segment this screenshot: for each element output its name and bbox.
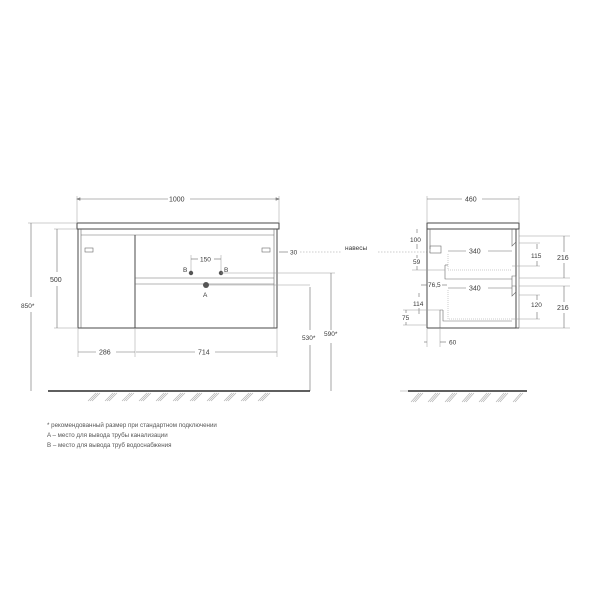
side-worktop — [426, 222, 520, 230]
depth-label: 460 — [465, 197, 477, 204]
lower-drawer-height-label: 216 — [557, 305, 569, 312]
floor-hatching-front — [87, 392, 271, 402]
hinges-label: навесы — [345, 245, 367, 252]
side-hinge-marker — [429, 245, 442, 254]
hinge-marker-right — [261, 247, 271, 253]
note-supply-b: B – место для вывода труб водоснабжения — [47, 442, 172, 449]
upper-gap-label: 59 — [413, 259, 421, 266]
top-offset-label: 100 — [410, 237, 421, 244]
back-offset-label: 60 — [449, 340, 457, 347]
upper-drawer-height-label: 216 — [557, 255, 569, 262]
hinge-marker-left — [84, 247, 94, 253]
width-dimension-label: 1000 — [169, 197, 185, 204]
pipe-spacing-label: 150 — [200, 257, 211, 264]
front-view: 1000 30 навесы 150 B B — [21, 196, 430, 402]
lower-back-panel — [439, 309, 443, 328]
pipe-b-right-label: B — [224, 267, 228, 274]
drain-pipe-marker — [203, 282, 209, 288]
worktop — [76, 222, 280, 230]
side-view: 460 340 340 100 — [400, 196, 570, 403]
upper-inner-height-label: 115 — [531, 253, 542, 260]
drawer-offset-label: 76,5 — [428, 282, 441, 289]
total-height-label: 850* — [21, 303, 35, 310]
left-door-width-label: 286 — [99, 350, 111, 357]
lower-inner-height-label: 120 — [531, 302, 542, 309]
bottom-gap-label: 75 — [402, 315, 410, 322]
lower-gap-label: 114 — [413, 301, 424, 308]
upper-drawer-outline — [444, 265, 512, 280]
floor-hatching-side — [410, 392, 524, 403]
upper-drawer-depth-label: 340 — [469, 249, 481, 256]
body-height-label: 500 — [50, 277, 62, 284]
note-recommended: * рекомендованный размер при стандартном… — [47, 422, 217, 429]
drain-height-label: 530* — [302, 335, 316, 342]
supply-height-label: 590* — [324, 331, 338, 338]
pipe-b-left-label: B — [183, 267, 187, 274]
note-drain-a: A – место для вывода трубы канализации — [47, 432, 168, 439]
edge-offset-label: 30 — [290, 250, 298, 257]
lower-drawer-depth-label: 340 — [469, 286, 481, 293]
drain-label: A — [203, 292, 208, 299]
right-section-width-label: 714 — [198, 350, 210, 357]
supply-pipe-marker-left — [188, 270, 194, 276]
drawing-notes: * рекомендованный размер при стандартном… — [47, 421, 217, 451]
cabinet-body — [77, 228, 278, 329]
